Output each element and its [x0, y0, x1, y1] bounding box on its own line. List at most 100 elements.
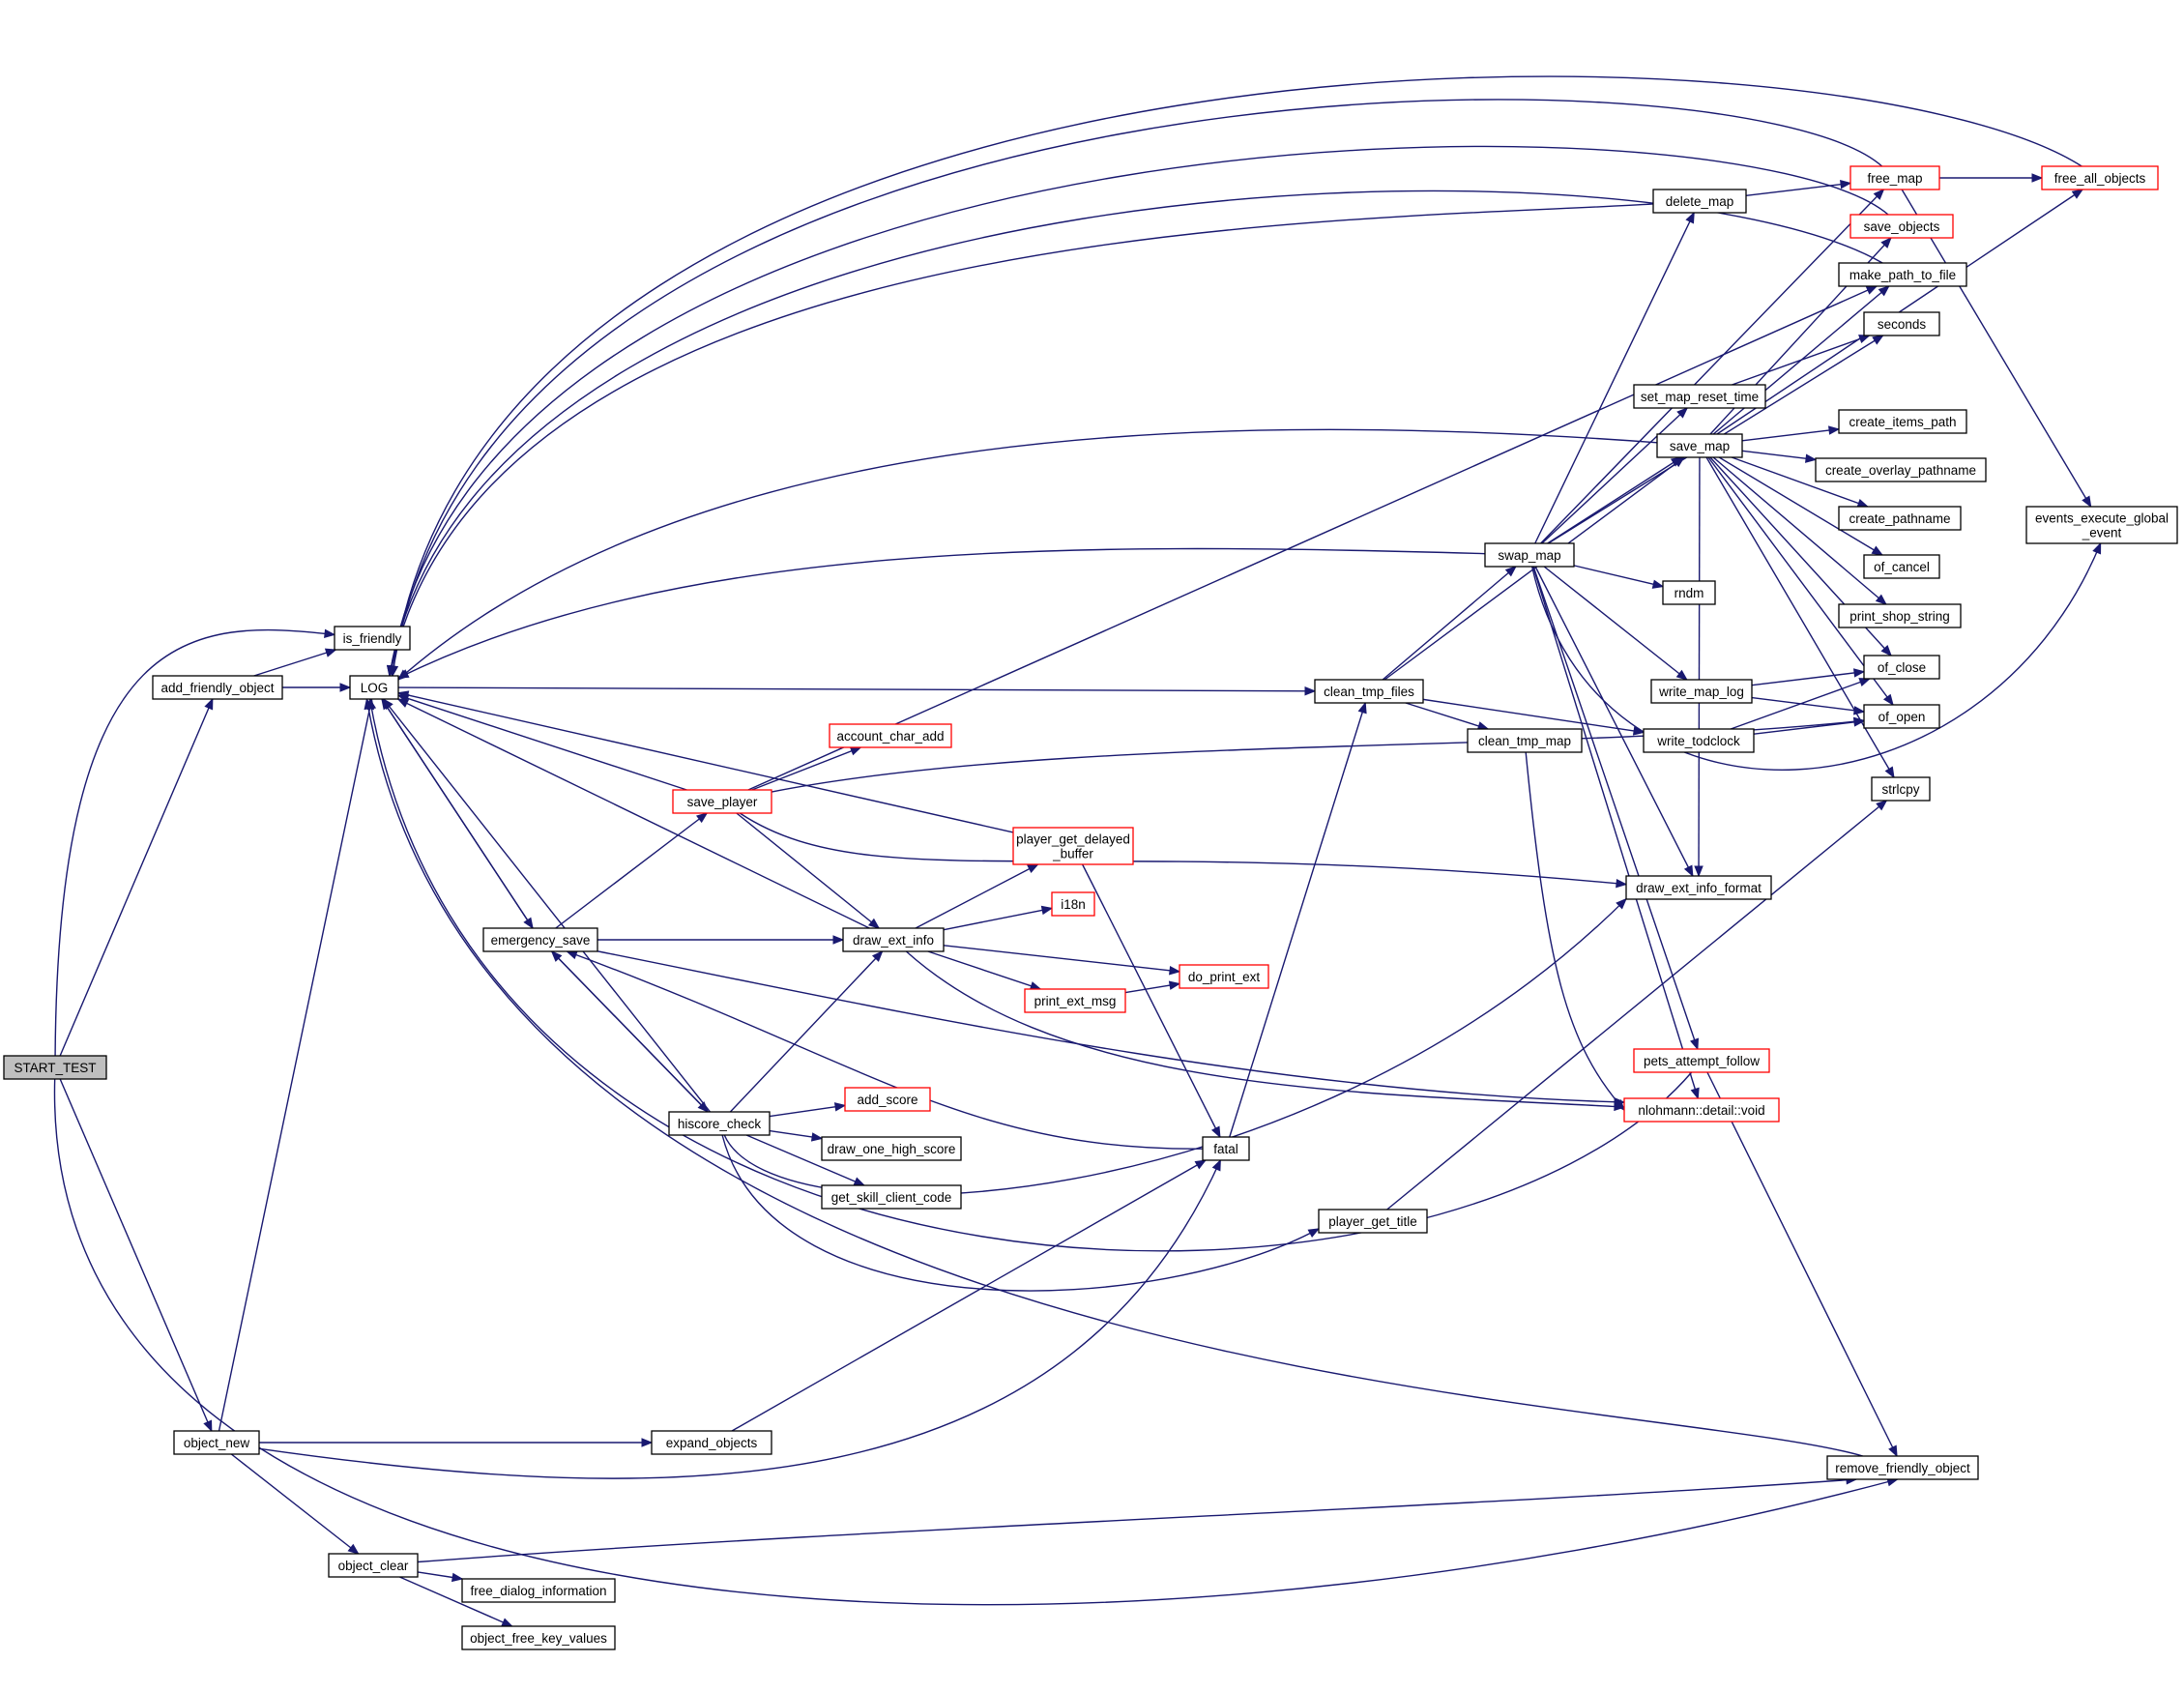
- node-fatal[interactable]: fatal: [1202, 1136, 1250, 1161]
- node-box[interactable]: [672, 789, 772, 814]
- node-box[interactable]: [328, 1553, 419, 1578]
- node-pets-attempt-follow[interactable]: pets_attempt_follow: [1633, 1048, 1770, 1073]
- node-box[interactable]: [842, 927, 945, 952]
- node-box[interactable]: [461, 1578, 616, 1603]
- node-save-map[interactable]: save_map: [1656, 433, 1743, 458]
- node-of-close[interactable]: of_close: [1863, 655, 1940, 680]
- node-get-skill-client-code[interactable]: get_skill_client_code: [821, 1184, 962, 1210]
- node-do-print-ext[interactable]: do_print_ext: [1179, 964, 1269, 989]
- node-object-new[interactable]: object_new: [173, 1430, 260, 1455]
- node-box[interactable]: [1643, 728, 1755, 753]
- node-box[interactable]: [482, 927, 598, 952]
- node-draw-one-high-score[interactable]: draw_one_high_score: [821, 1136, 962, 1161]
- node-box[interactable]: [1633, 1048, 1770, 1073]
- node-free-dialog-information[interactable]: free_dialog_information: [461, 1578, 616, 1603]
- node-player-get-delayed-buffer[interactable]: player_get_delayed_buffer: [1012, 827, 1134, 865]
- node-box[interactable]: [1623, 1097, 1780, 1123]
- node-box[interactable]: [1849, 165, 1940, 190]
- node-box[interactable]: [1024, 988, 1126, 1013]
- node-box[interactable]: [349, 675, 399, 700]
- node-start-test[interactable]: START_TEST: [3, 1055, 107, 1080]
- node-make-path-to-file[interactable]: make_path_to_file: [1838, 262, 1967, 287]
- node-box[interactable]: [1838, 603, 1962, 628]
- node-box[interactable]: [1838, 409, 1967, 434]
- node-remove-friendly-object[interactable]: remove_friendly_object: [1826, 1455, 1979, 1480]
- node-clean-tmp-map[interactable]: clean_tmp_map: [1467, 728, 1583, 753]
- node-expand-objects[interactable]: expand_objects: [651, 1430, 772, 1455]
- node-create-overlay-pathname[interactable]: create_overlay_pathname: [1815, 457, 1987, 482]
- node-create-items-path[interactable]: create_items_path: [1838, 409, 1967, 434]
- node-save-objects[interactable]: save_objects: [1849, 214, 1954, 239]
- node-box[interactable]: [651, 1430, 772, 1455]
- node-box[interactable]: [1467, 728, 1583, 753]
- node-add-friendly-object[interactable]: add_friendly_object: [152, 675, 283, 700]
- node-box[interactable]: [152, 675, 283, 700]
- node-box[interactable]: [2025, 506, 2178, 544]
- node-of-cancel[interactable]: of_cancel: [1863, 554, 1940, 579]
- node-rndm[interactable]: rndm: [1662, 580, 1716, 605]
- node-box[interactable]: [1871, 776, 1931, 802]
- node-box[interactable]: [821, 1136, 962, 1161]
- node-box[interactable]: [1202, 1136, 1250, 1161]
- node-box[interactable]: [1012, 827, 1134, 865]
- node-box[interactable]: [1318, 1209, 1428, 1234]
- node-draw-ext-info[interactable]: draw_ext_info: [842, 927, 945, 952]
- node-box[interactable]: [1662, 580, 1716, 605]
- node-write-map-log[interactable]: write_map_log: [1650, 679, 1753, 704]
- node-free-map[interactable]: free_map: [1849, 165, 1940, 190]
- node-delete-map[interactable]: delete_map: [1652, 189, 1747, 214]
- node-seconds[interactable]: seconds: [1863, 311, 1940, 336]
- node-emergency-save[interactable]: emergency_save: [482, 927, 598, 952]
- node-box[interactable]: [668, 1111, 771, 1136]
- node-box[interactable]: [334, 626, 411, 651]
- node-events-execute-global-event[interactable]: events_execute_global_event: [2025, 506, 2178, 544]
- node-box[interactable]: [1656, 433, 1743, 458]
- node-box[interactable]: [1650, 679, 1753, 704]
- node-is-friendly[interactable]: is_friendly: [334, 626, 411, 651]
- node-box[interactable]: [1849, 214, 1954, 239]
- node-write-todclock[interactable]: write_todclock: [1643, 728, 1755, 753]
- node-player-get-title[interactable]: player_get_title: [1318, 1209, 1428, 1234]
- node-box[interactable]: [1633, 384, 1766, 409]
- node-set-map-reset-time[interactable]: set_map_reset_time: [1633, 384, 1766, 409]
- node-save-player[interactable]: save_player: [672, 789, 772, 814]
- node-box[interactable]: [1179, 964, 1269, 989]
- node-box[interactable]: [1652, 189, 1747, 214]
- node-print-ext-msg[interactable]: print_ext_msg: [1024, 988, 1126, 1013]
- node-object-clear[interactable]: object_clear: [328, 1553, 419, 1578]
- node-account-char-add[interactable]: account_char_add: [829, 723, 952, 748]
- node-draw-ext-info-format[interactable]: draw_ext_info_format: [1625, 875, 1772, 900]
- node-box[interactable]: [461, 1625, 616, 1650]
- node-nlohmann-detail-void[interactable]: nlohmann::detail::void: [1623, 1097, 1780, 1123]
- node-add-score[interactable]: add_score: [844, 1087, 931, 1112]
- node-box[interactable]: [1863, 655, 1940, 680]
- node-box[interactable]: [821, 1184, 962, 1210]
- node-box[interactable]: [1863, 311, 1940, 336]
- node-print-shop-string[interactable]: print_shop_string: [1838, 603, 1962, 628]
- node-box[interactable]: [1314, 679, 1424, 704]
- node-strlcpy[interactable]: strlcpy: [1871, 776, 1931, 802]
- node-box[interactable]: [1815, 457, 1987, 482]
- node-box[interactable]: [1051, 891, 1095, 917]
- node-swap-map[interactable]: swap_map: [1484, 542, 1575, 568]
- node-i18n[interactable]: i18n: [1051, 891, 1095, 917]
- node-free-all-objects[interactable]: free_all_objects: [2041, 165, 2159, 190]
- node-box[interactable]: [173, 1430, 260, 1455]
- node-box[interactable]: [1484, 542, 1575, 568]
- node-hiscore-check[interactable]: hiscore_check: [668, 1111, 771, 1136]
- node-box[interactable]: [844, 1087, 931, 1112]
- node-box[interactable]: [1838, 506, 1962, 531]
- node-box[interactable]: [1863, 704, 1940, 729]
- node-create-pathname[interactable]: create_pathname: [1838, 506, 1962, 531]
- node-box[interactable]: [1863, 554, 1940, 579]
- node-of-open[interactable]: of_open: [1863, 704, 1940, 729]
- node-clean-tmp-files[interactable]: clean_tmp_files: [1314, 679, 1424, 704]
- node-box[interactable]: [1838, 262, 1967, 287]
- node-box[interactable]: [3, 1055, 107, 1080]
- node-box[interactable]: [1625, 875, 1772, 900]
- node-log[interactable]: LOG: [349, 675, 399, 700]
- node-box[interactable]: [1826, 1455, 1979, 1480]
- node-box[interactable]: [829, 723, 952, 748]
- node-object-free-key-values[interactable]: object_free_key_values: [461, 1625, 616, 1650]
- node-box[interactable]: [2041, 165, 2159, 190]
